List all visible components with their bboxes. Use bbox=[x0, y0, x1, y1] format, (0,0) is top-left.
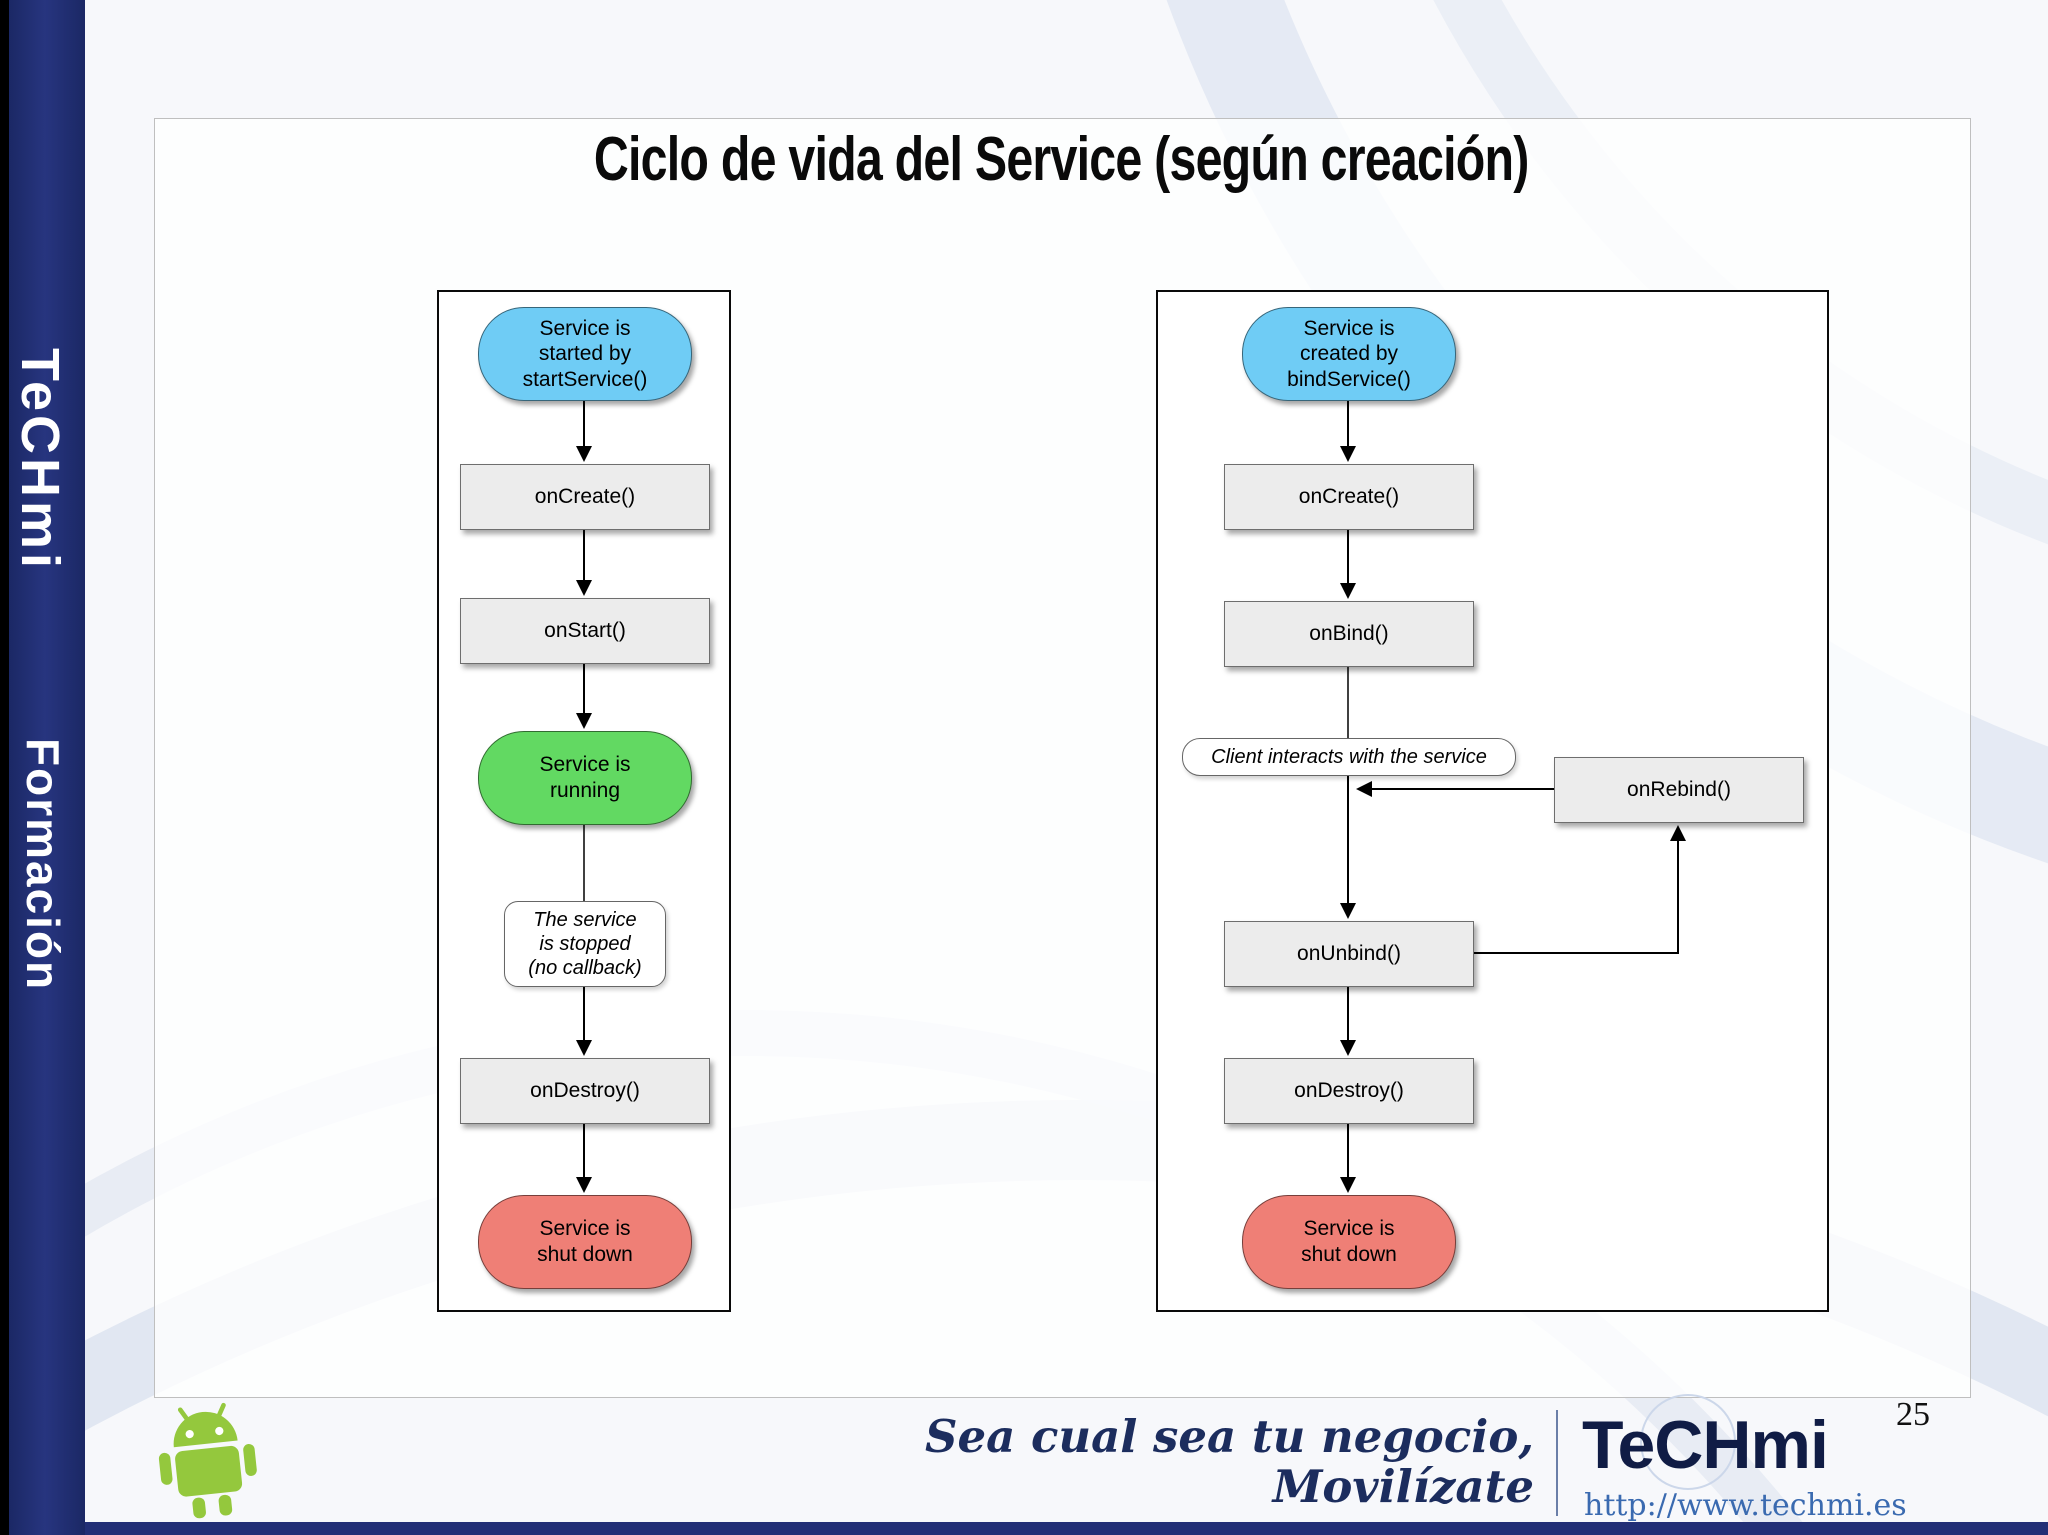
slide-title: Ciclo de vida del Service (según creació… bbox=[594, 125, 1530, 194]
node-onbind: onBind() bbox=[1224, 601, 1474, 667]
tagline-line-1: Sea cual sea tu negocio, bbox=[925, 1410, 1534, 1463]
left-diagram-connector-arrows bbox=[576, 399, 592, 1193]
page-number: 25 bbox=[1896, 1396, 1930, 1433]
tagline-line-2: Movilízate bbox=[1272, 1460, 1534, 1514]
node-onunbind: onUnbind() bbox=[1224, 921, 1474, 987]
footer-brand-logo: TeCHmi bbox=[1582, 1407, 1829, 1483]
note-service-stopped-no-callback: The service is stopped (no callback) bbox=[504, 901, 666, 987]
node-service-started-by-startservice: Service is started by startService() bbox=[478, 307, 692, 401]
note-client-interacts-with-service: Client interacts with the service bbox=[1182, 738, 1516, 776]
node-oncreate-started: onCreate() bbox=[460, 464, 710, 530]
node-oncreate-bound: onCreate() bbox=[1224, 464, 1474, 530]
node-ondestroy-bound: onDestroy() bbox=[1224, 1058, 1474, 1124]
node-service-created-by-bindservice: Service is created by bindService() bbox=[1242, 307, 1456, 401]
sidebar-program-label: Formación bbox=[17, 738, 69, 992]
node-onstart: onStart() bbox=[460, 598, 710, 664]
footer-website-url: http://www.techmi.es bbox=[1584, 1488, 1907, 1523]
bottom-accent-bar bbox=[0, 1522, 2048, 1535]
node-ondestroy-started: onDestroy() bbox=[460, 1058, 710, 1124]
node-service-shutdown-bound: Service is shut down bbox=[1242, 1195, 1456, 1289]
footer-divider-line bbox=[1556, 1410, 1558, 1516]
node-onrebind: onRebind() bbox=[1554, 757, 1804, 823]
node-service-running: Service is running bbox=[478, 731, 692, 825]
footer-tagline: Sea cual sea tu negocio, Movilízate bbox=[925, 1410, 1534, 1514]
bound-service-lifecycle-diagram: Service is created by bindService() onCr… bbox=[1156, 290, 1829, 1312]
right-diagram-connector-arrows bbox=[1340, 399, 1686, 1193]
sidebar-brand-logo: TeCHmi bbox=[10, 348, 70, 573]
sidebar: TeCHmi Formación bbox=[0, 0, 85, 1535]
brand-logo-watermark-circle bbox=[1640, 1394, 1736, 1490]
node-service-shutdown-started: Service is shut down bbox=[478, 1195, 692, 1289]
started-service-lifecycle-diagram: Service is started by startService() onC… bbox=[437, 290, 731, 1312]
android-robot-icon bbox=[150, 1398, 265, 1524]
